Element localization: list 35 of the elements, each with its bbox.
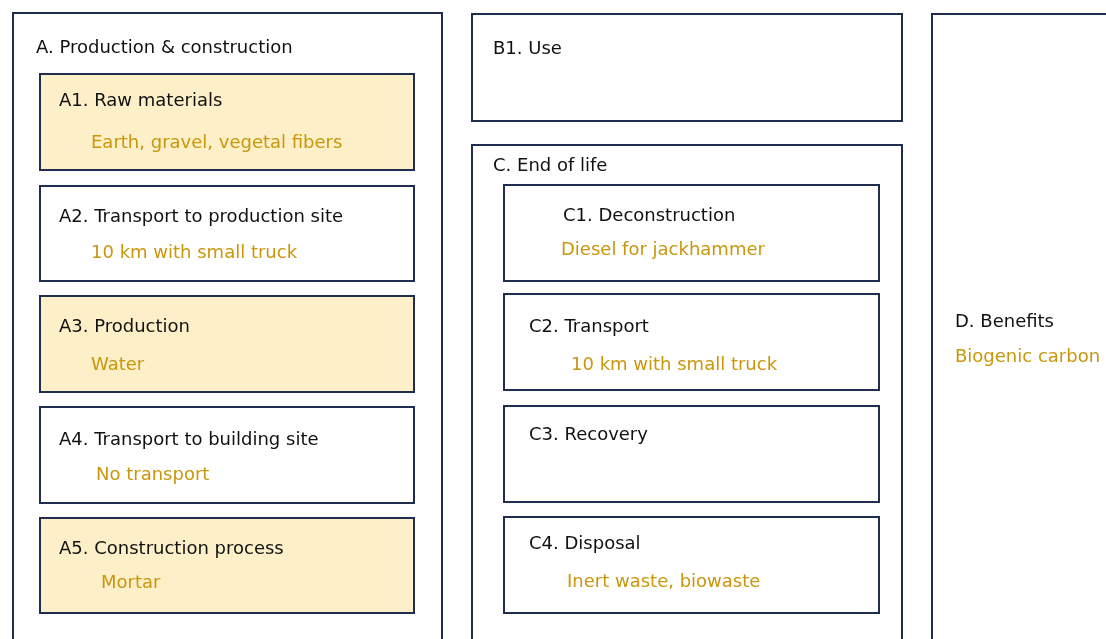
stage-heading: C2. Transport bbox=[529, 315, 649, 336]
stage-box bbox=[503, 405, 880, 503]
stage-detail: Mortar bbox=[101, 571, 161, 592]
stage-heading: A4. Transport to building site bbox=[59, 428, 319, 449]
stage-box bbox=[503, 293, 880, 391]
stage-heading: C1. Deconstruction bbox=[563, 204, 736, 225]
stage-box bbox=[471, 13, 903, 122]
stage-box bbox=[931, 13, 1106, 639]
stage-group-panel bbox=[12, 12, 443, 639]
stage-detail: Biogenic carbon bbox=[955, 345, 1101, 366]
stage-box bbox=[39, 185, 415, 282]
stage-box bbox=[503, 184, 880, 282]
stage-heading: A2. Transport to production site bbox=[59, 205, 344, 226]
stage-heading: C. End of life bbox=[493, 154, 608, 175]
stage-detail: No transport bbox=[96, 463, 210, 484]
stage-box bbox=[39, 406, 415, 504]
stage-heading: A1. Raw materials bbox=[59, 89, 223, 110]
stage-detail: Earth, gravel, vegetal fibers bbox=[91, 131, 343, 152]
stage-heading: B1. Use bbox=[493, 37, 562, 58]
stage-heading: C4. Disposal bbox=[529, 532, 641, 553]
stage-heading: A5. Construction process bbox=[59, 537, 284, 558]
stage-detail: Inert waste, biowaste bbox=[567, 570, 761, 591]
stage-group-panel bbox=[471, 144, 903, 639]
stage-box bbox=[503, 516, 880, 614]
stage-heading: A3. Production bbox=[59, 315, 190, 336]
stage-heading: D. Benefits bbox=[955, 310, 1054, 331]
stage-detail: Diesel for jackhammer bbox=[561, 238, 765, 259]
stage-box bbox=[39, 73, 415, 171]
stage-heading: A. Production & construction bbox=[36, 36, 293, 57]
stage-box bbox=[39, 295, 415, 393]
stage-heading: C3. Recovery bbox=[529, 423, 648, 444]
stage-detail: 10 km with small truck bbox=[91, 241, 298, 262]
stage-detail: 10 km with small truck bbox=[571, 353, 778, 374]
stage-detail: Water bbox=[91, 353, 145, 374]
stage-box bbox=[39, 517, 415, 614]
